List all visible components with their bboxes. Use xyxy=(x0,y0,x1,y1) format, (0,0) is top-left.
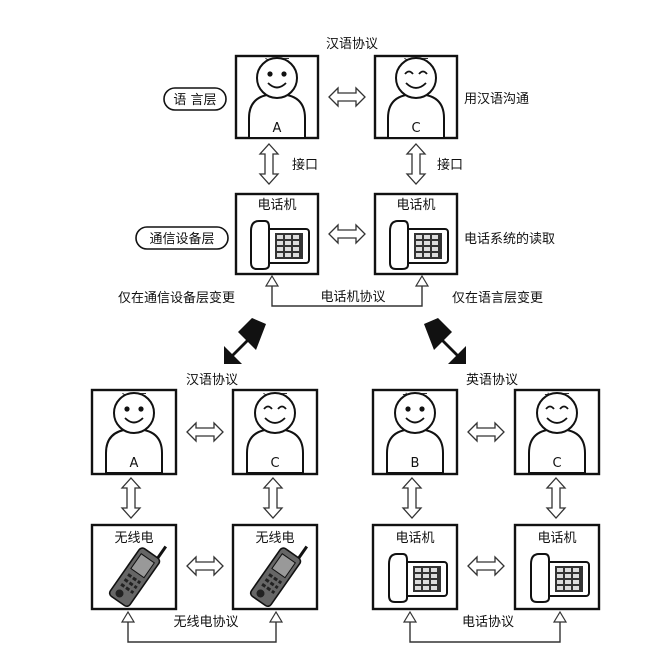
change-language-note: 仅在语言层变更 xyxy=(452,290,543,306)
br-phone-c-label: 电话机 xyxy=(537,531,576,546)
person-c-letter: C xyxy=(411,121,420,136)
double-arrow-icon xyxy=(402,477,422,519)
device-layer-pill xyxy=(135,226,229,250)
phone-protocol-label: 电话机协议 xyxy=(320,290,385,305)
down-left-arrow-icon xyxy=(224,318,266,364)
br-person-c-letter: C xyxy=(552,456,561,471)
interface-label-left: 接口 xyxy=(292,157,318,173)
double-arrow-icon xyxy=(121,477,141,519)
language-layer-pill xyxy=(163,87,227,111)
up-arrowhead xyxy=(268,610,284,623)
phone-protocol-bracket-bottom xyxy=(409,614,561,643)
phone-a-label: 电话机 xyxy=(257,198,296,213)
phone-c-label: 电话机 xyxy=(396,198,435,213)
phone-icon xyxy=(388,553,448,603)
double-arrow-icon xyxy=(328,224,366,244)
double-arrow-icon xyxy=(467,556,505,576)
up-arrowhead xyxy=(120,610,136,623)
chinese-comm-note: 用汉语沟通 xyxy=(464,92,529,107)
up-arrowhead xyxy=(414,274,430,287)
phone-icon xyxy=(530,553,590,603)
up-arrowhead xyxy=(264,274,280,287)
up-arrowhead xyxy=(552,610,568,623)
phone-icon xyxy=(389,220,449,270)
double-arrow-icon xyxy=(406,143,426,185)
bottom-left-protocol-label: 汉语协议 xyxy=(186,373,238,388)
bl-radio-a-label: 无线电 xyxy=(114,531,153,546)
bottom-right-protocol-label: 英语协议 xyxy=(466,373,518,388)
double-arrow-icon xyxy=(186,556,224,576)
phone-protocol-bracket xyxy=(271,278,423,307)
phone-icon xyxy=(250,220,310,270)
up-arrowhead xyxy=(402,610,418,623)
down-right-arrow-icon xyxy=(424,318,466,364)
change-device-note: 仅在通信设备层变更 xyxy=(118,290,235,306)
double-arrow-icon xyxy=(259,143,279,185)
language-layer-label: 语 言层 xyxy=(173,93,216,108)
double-arrow-icon xyxy=(467,422,505,442)
device-layer-label: 通信设备层 xyxy=(149,231,214,247)
br-person-b-letter: B xyxy=(411,456,420,471)
radio-protocol-label: 无线电协议 xyxy=(173,615,238,630)
double-arrow-icon xyxy=(546,477,566,519)
double-arrow-icon xyxy=(263,477,283,519)
person-a-letter: A xyxy=(273,121,282,136)
radio-protocol-bracket xyxy=(127,614,277,643)
phone-system-note: 电话系统的读取 xyxy=(464,231,555,247)
double-arrow-icon xyxy=(186,422,224,442)
br-phone-b-label: 电话机 xyxy=(395,531,434,546)
phone-protocol-label-bottom: 电话协议 xyxy=(462,615,514,630)
interface-label-right: 接口 xyxy=(437,157,463,173)
bl-person-c-letter: C xyxy=(270,456,279,471)
double-arrow-icon xyxy=(328,87,366,107)
top-protocol-label: 汉语协议 xyxy=(326,37,378,52)
bl-radio-c-label: 无线电 xyxy=(255,531,294,546)
bl-person-a-letter: A xyxy=(130,456,139,471)
